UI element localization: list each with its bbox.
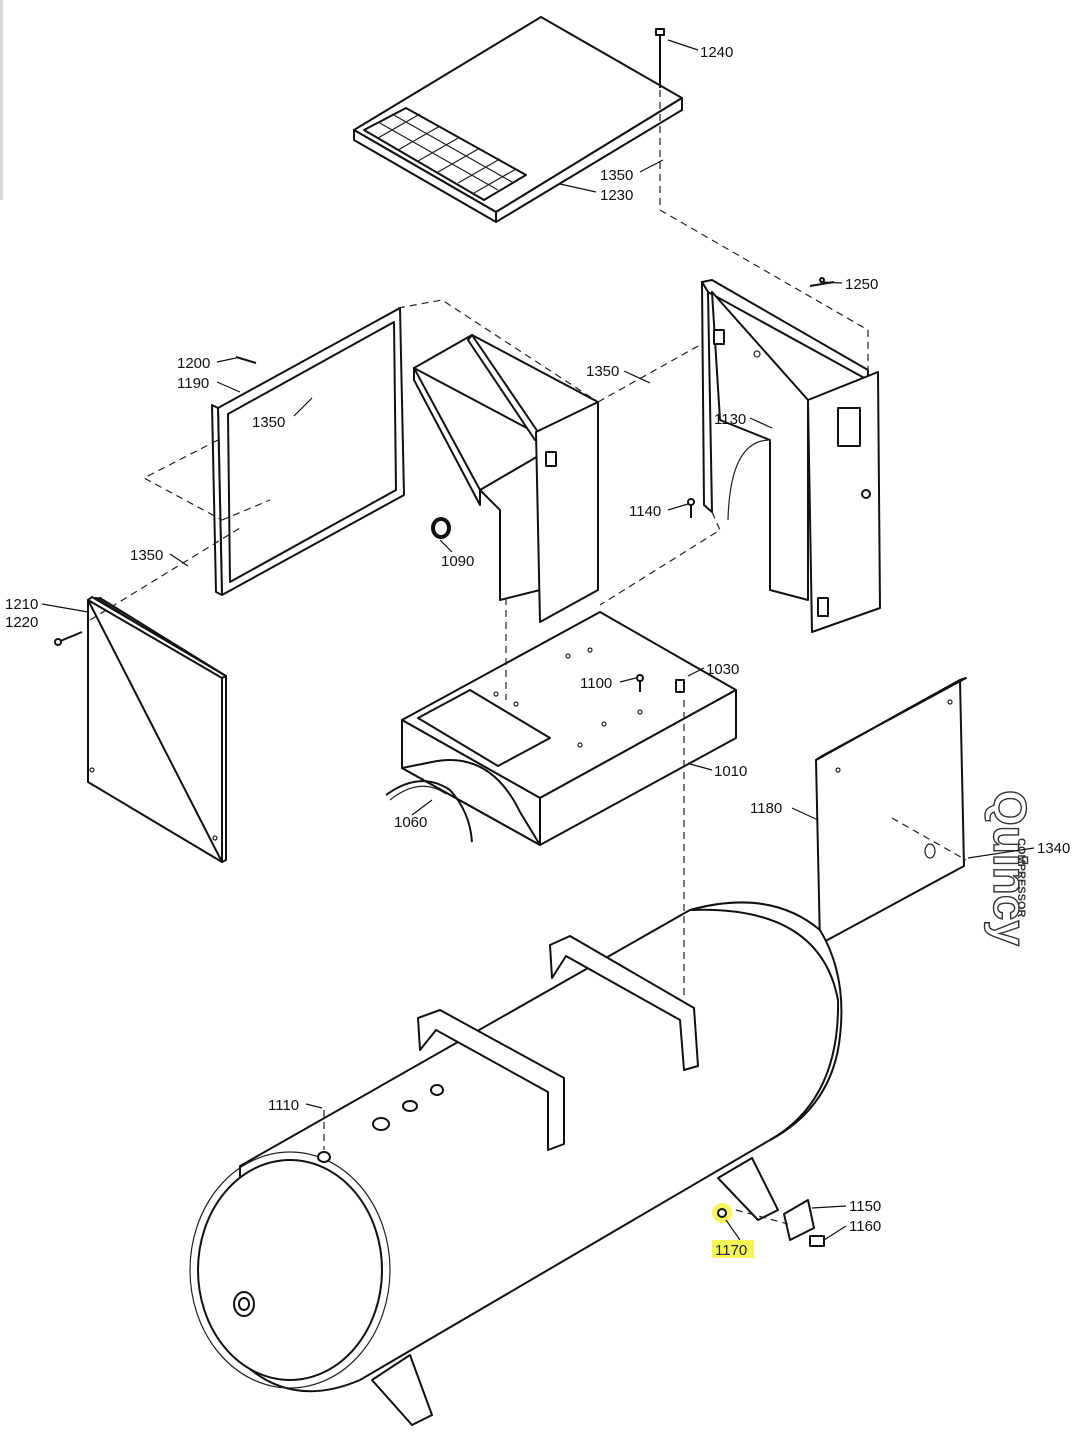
callout-1010: 1010 [714,763,747,780]
callout-1140: 1140 [629,503,661,520]
drain-valve-1170[interactable] [712,1203,732,1223]
screw-1220[interactable] [54,631,83,646]
callout-1180: 1180 [750,800,782,817]
air-receiver-tank[interactable] [189,901,843,1393]
side-frame-panel-1190[interactable] [211,307,405,596]
right-cabinet-frame[interactable] [701,279,881,633]
brand-logo-1340: Quincy COMPRESSOR [983,789,1036,947]
tank-leg-left [371,1354,433,1426]
base-plate-1010[interactable] [401,611,737,846]
callout-1160: 1160 [849,1218,881,1235]
callout-1170: 1170 [715,1242,747,1259]
screw-1100[interactable] [636,674,644,692]
bolt-1160[interactable] [809,1235,825,1247]
bolt-1240[interactable] [655,28,665,88]
assembly-guide-lines [89,90,967,1225]
tank-bracket-front [417,1009,565,1151]
callout-1350-top: 1350 [600,167,633,184]
tank-bracket-rear [549,935,699,1071]
screw-1030[interactable] [675,679,685,693]
callout-1240: 1240 [700,44,733,61]
callout-1090: 1090 [441,553,474,570]
callout-1190: 1190 [177,375,209,392]
callout-1100: 1100 [580,675,612,692]
callout-1220: 1220 [5,614,38,631]
callout-1030: 1030 [706,661,739,678]
callout-1200: 1200 [177,355,210,372]
callout-1130: 1130 [714,411,746,428]
callout-1060: 1060 [394,814,427,831]
center-duct-shroud[interactable] [413,334,599,623]
page-edge-bar [0,0,3,200]
screw-1140[interactable] [687,498,695,518]
svg-text:Quincy: Quincy [984,790,1036,946]
callout-1350-left: 1350 [252,414,285,431]
callout-labels: 1240 1350 1230 1250 1200 1190 1350 1350 … [5,44,1070,1259]
callout-1250: 1250 [845,276,878,293]
seal-ring-1090[interactable] [431,517,451,539]
callout-1170-highlight [712,1240,754,1258]
clip-1150[interactable] [783,1199,815,1241]
curved-strip-1060[interactable] [385,780,473,843]
screw-1200[interactable] [235,356,257,364]
callout-1150: 1150 [849,1198,881,1215]
callout-1230: 1230 [600,187,633,204]
front-panel-1180[interactable] [815,677,967,945]
top-cover-1230[interactable] [353,16,683,223]
callout-1110: 1110 [268,1097,299,1114]
tank-leg-right [717,1157,779,1221]
callout-1210: 1210 [5,596,38,613]
callout-1350-lower: 1350 [130,547,163,564]
callout-leaders [41,39,1035,1241]
callout-1350-mid: 1350 [586,363,619,380]
svg-text:COMPRESSOR: COMPRESSOR [1015,838,1027,918]
side-panel-1210[interactable] [87,596,227,863]
callout-1340: 1340 [1037,840,1070,857]
